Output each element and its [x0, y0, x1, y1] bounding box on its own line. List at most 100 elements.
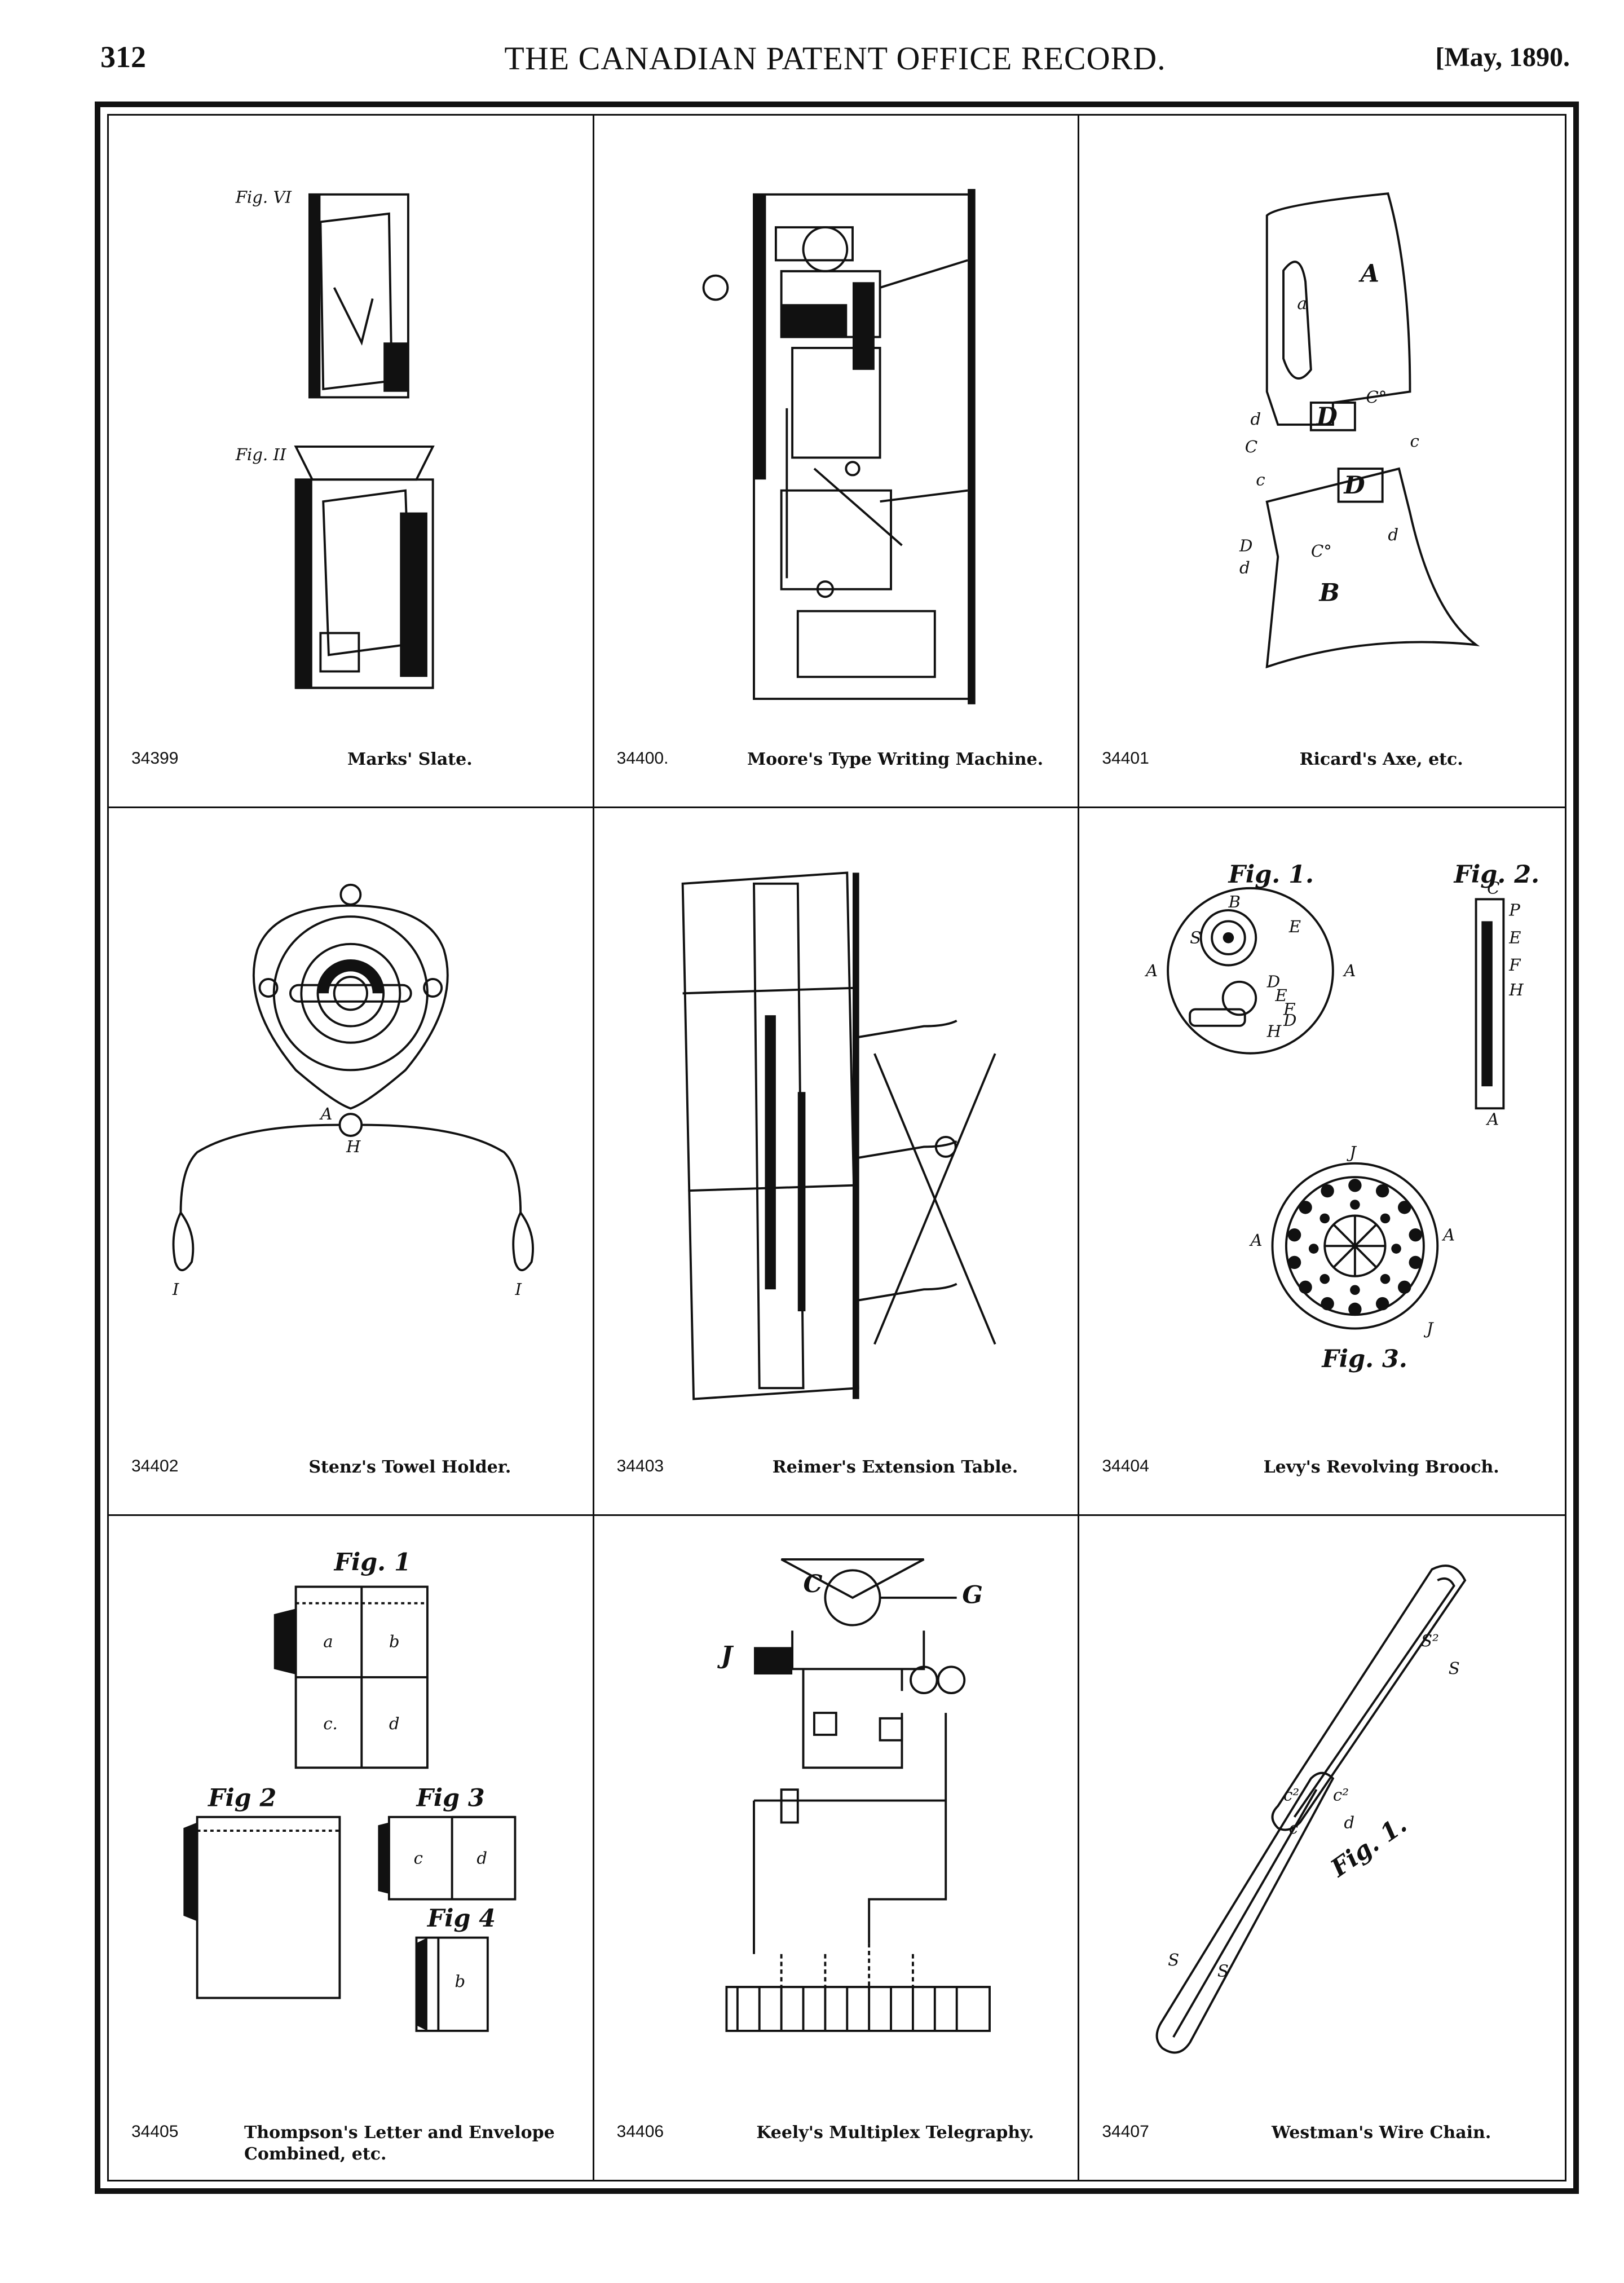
- axe-label-D3: D: [1239, 536, 1252, 555]
- caption-34401: 34401 Ricard's Axe, etc.: [1102, 749, 1548, 794]
- axe-label-d3: d: [1239, 558, 1250, 577]
- brooch-label-D2: H: [1508, 980, 1524, 999]
- axe-label-C0: C°: [1366, 387, 1387, 407]
- axe-drawing: A a D C d c C° D c B C° d D d: [1239, 192, 1480, 669]
- patent-name: Levy's Revolving Brooch.: [1263, 1457, 1499, 1477]
- chain-fig-label: Fig. 1.: [1326, 1810, 1413, 1883]
- caption-34399: 34399 Marks' Slate.: [131, 749, 576, 794]
- chain-label-S: S: [1449, 1659, 1460, 1678]
- axe-label-C: C: [1245, 437, 1257, 456]
- chain-label-c2a: c²: [1283, 1785, 1299, 1804]
- caption-34404: 34404 Levy's Revolving Brooch.: [1102, 1457, 1548, 1502]
- patent-number: 34405: [131, 2122, 179, 2141]
- envelope-label-c: c.: [323, 1714, 338, 1733]
- brooch-label-J: J: [1347, 1143, 1357, 1162]
- axe-label-a: a: [1298, 294, 1307, 313]
- axe-label-A: A: [1358, 259, 1379, 288]
- caption-34400: 34400. Moore's Type Writing Machine.: [617, 749, 1061, 794]
- towel-label-H: H: [346, 1137, 361, 1156]
- axe-label-c: c: [1410, 431, 1419, 451]
- axe-label-C02: C°: [1311, 541, 1332, 561]
- telegraphy-drawing: C G J: [717, 1558, 991, 2032]
- brooch-label-E4: D: [1283, 1011, 1296, 1030]
- axe-label-D: D: [1316, 403, 1338, 431]
- envelope-drawing: Fig. 1 a b c. d Fig 2 Fig 3 c: [183, 1548, 517, 2032]
- patent-name: Ricard's Axe, etc.: [1299, 750, 1463, 769]
- brooch-label-E: E: [1275, 986, 1287, 1005]
- patent-name: Thompson's Letter and Envelope Combined,…: [244, 2123, 555, 2164]
- patent-number: 34403: [616, 1457, 664, 1475]
- caption-34405: 34405 Thompson's Letter and Envelope Com…: [131, 2122, 576, 2167]
- brooch-stones: [1288, 1179, 1423, 1316]
- telegraph-label-C: C: [803, 1570, 822, 1598]
- envelope-fig2-label: Fig 2: [208, 1784, 276, 1812]
- page-number: 312: [100, 40, 146, 74]
- chain-label-S2: S²: [1421, 1631, 1439, 1650]
- slate-fig2-label: Fig. II: [235, 445, 286, 464]
- axe-label-B: B: [1319, 579, 1340, 607]
- brooch-fig3-label: Fig. 3.: [1322, 1345, 1407, 1373]
- chain-label-c: c: [1289, 1818, 1298, 1837]
- envelope-label-a: a: [323, 1632, 333, 1651]
- brooch-drawing: Fig. 1. Fig. 2. S A A H D E F P E F: [1144, 861, 1539, 1373]
- patent-cell-envelope: Fig. 1 a b c. d Fig 2 Fig 3 c: [109, 1516, 594, 2180]
- patent-number: 34399: [131, 749, 179, 768]
- axe-label-d: d: [1251, 409, 1261, 429]
- extension-table-drawing: [681, 871, 996, 1400]
- patent-number: 34407: [1102, 2122, 1149, 2141]
- brooch-label-E2: F: [1508, 955, 1521, 975]
- chain-label-S3: S: [1168, 1950, 1179, 1969]
- issue-date: [May, 1890.: [1435, 42, 1570, 72]
- patent-number: 34400.: [616, 749, 669, 768]
- brooch-label-A4: A: [1441, 1225, 1455, 1244]
- telegraph-label-G: G: [962, 1581, 983, 1610]
- brooch-label-A5: A: [1485, 1109, 1499, 1129]
- patent-plate: Fig. VI Fig. II 34399 Marks' Slate.: [95, 102, 1579, 2194]
- chain-label-S4: S: [1217, 1962, 1229, 1981]
- envelope-fig3-label: Fig 3: [416, 1784, 484, 1812]
- patent-number: 34406: [616, 2122, 664, 2141]
- wire-chain-drawing: S² S c² c² c d Fig. 1. S S: [1155, 1564, 1467, 2054]
- patent-cell-extension-table: 34403 Reimer's Extension Table.: [594, 808, 1080, 1516]
- brooch-label-A6: C: [1487, 879, 1499, 898]
- typewriter-drawing: [702, 189, 976, 704]
- envelope-label-c2: c: [414, 1848, 423, 1867]
- envelope-fig1-label: Fig. 1: [334, 1548, 411, 1576]
- patent-number: 34401: [1102, 749, 1149, 768]
- chain-label-c2b: c²: [1333, 1785, 1349, 1804]
- brooch-fig1-label: Fig. 1.: [1228, 861, 1314, 889]
- patent-name: Westman's Wire Chain.: [1272, 2123, 1491, 2143]
- axe-label-d2: d: [1388, 525, 1399, 544]
- brooch-label-B: E: [1508, 928, 1521, 947]
- brooch-label-F: F: [1283, 999, 1296, 1019]
- telegraph-label-J: J: [717, 1642, 734, 1670]
- patent-name: Marks' Slate.: [347, 750, 473, 769]
- towel-holder-drawing: A H I I: [172, 883, 534, 1299]
- caption-34403: 34403 Reimer's Extension Table.: [617, 1457, 1061, 1502]
- chain-label-d: d: [1344, 1813, 1355, 1832]
- brooch-label-C2: B: [1228, 892, 1241, 911]
- page-header: 312 THE CANADIAN PATENT OFFICE RECORD. […: [100, 39, 1570, 90]
- brooch-label-C3: E: [1288, 917, 1301, 936]
- patent-grid: Fig. VI Fig. II 34399 Marks' Slate.: [107, 114, 1566, 2181]
- slate-drawing: Fig. VI Fig. II: [235, 187, 435, 689]
- patent-cell-axe: A a D C d c C° D c B C° d D d 34401 Ric: [1079, 116, 1565, 808]
- caption-34407: 34407 Westman's Wire Chain.: [1102, 2122, 1548, 2167]
- brooch-label-A3: A: [1249, 1231, 1263, 1250]
- patent-name: Keely's Multiplex Telegraphy.: [756, 2123, 1034, 2143]
- brooch-label-D: D: [1266, 972, 1280, 991]
- patent-cell-brooch: Fig. 1. Fig. 2. S A A H D E F P E F: [1079, 808, 1565, 1516]
- brooch-label-C: P: [1508, 901, 1521, 920]
- axe-label-D2: D: [1344, 471, 1365, 500]
- towel-label-I: I: [172, 1280, 179, 1299]
- patent-name: Moore's Type Writing Machine.: [747, 750, 1044, 769]
- envelope-label-d2: d: [476, 1848, 487, 1867]
- patent-cell-typewriter: 34400. Moore's Type Writing Machine.: [594, 116, 1080, 808]
- journal-title: THE CANADIAN PATENT OFFICE RECORD.: [504, 40, 1166, 77]
- brooch-label-A1: A: [1144, 961, 1158, 980]
- envelope-label-b2: b: [455, 1972, 466, 1991]
- patent-name: Stenz's Towel Holder.: [308, 1457, 511, 1477]
- patent-cell-telegraphy: C G J 34406 Keely's Multiplex Telegraphy…: [594, 1516, 1080, 2180]
- towel-label-A: A: [319, 1104, 332, 1123]
- patent-name: Reimer's Extension Table.: [772, 1457, 1018, 1477]
